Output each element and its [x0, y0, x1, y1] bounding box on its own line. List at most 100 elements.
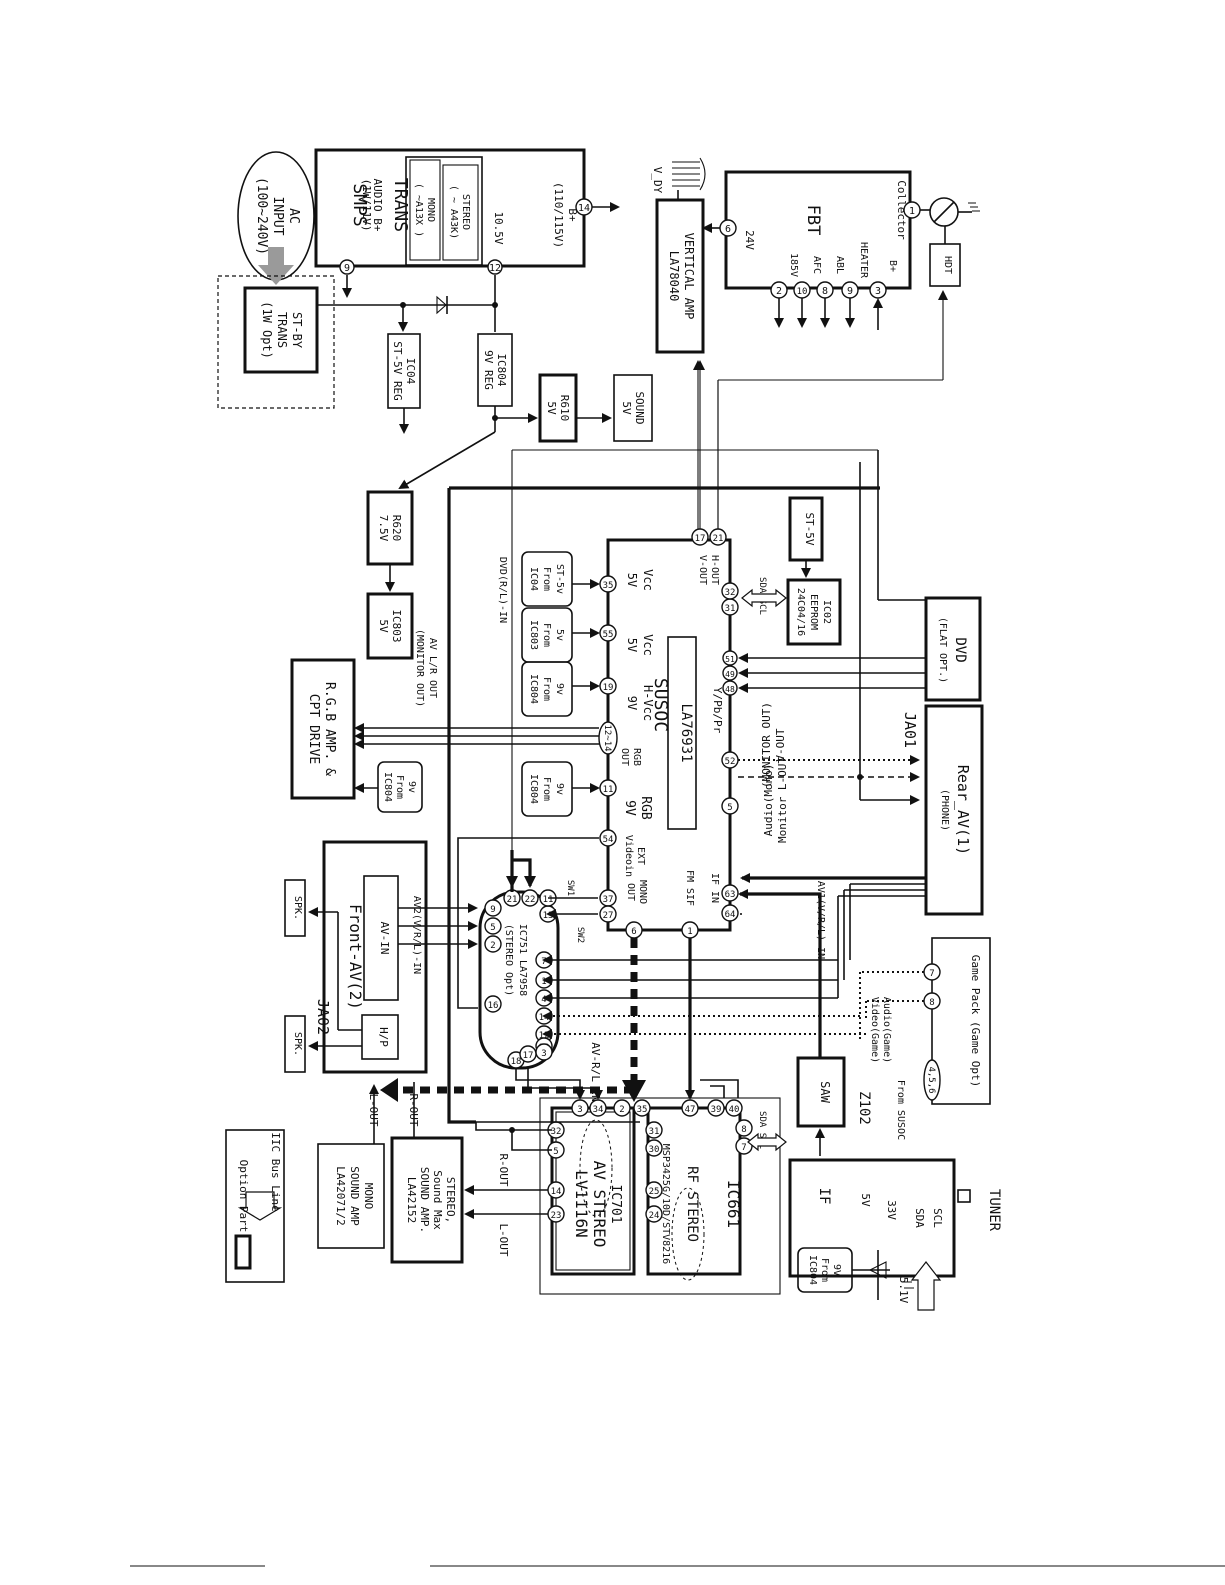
svg-text:SW1: SW1 — [565, 880, 575, 896]
svg-text:IC751 LA7958: IC751 LA7958 — [517, 924, 528, 996]
svg-text:32: 32 — [551, 1127, 562, 1137]
svg-text:10: 10 — [797, 287, 808, 297]
svg-text:AV STEREO: AV STEREO — [590, 1161, 609, 1248]
ic803-l2: 5V — [377, 619, 390, 633]
svg-text:14: 14 — [578, 203, 590, 214]
svg-text:1: 1 — [687, 927, 692, 937]
ic661-pin-47: 47 — [681, 1099, 699, 1117]
susoc-pin-54: 54 — [599, 829, 617, 847]
rear-av-jack-block: Rear_AV(1) (PHONE) — [924, 704, 984, 916]
svg-text:3: 3 — [875, 286, 881, 297]
stereo-a43k-sub: ( ~ A43K) — [448, 185, 459, 239]
susoc-pin-55: 55 — [599, 624, 617, 642]
susoc-rgb9-v: 9V — [622, 800, 637, 816]
ic04-l1: IC04 — [404, 358, 417, 385]
r610-block: R610 5V — [538, 373, 578, 443]
susoc-pin-5: 5 — [721, 797, 739, 815]
susoc-pin-11: 11 — [599, 779, 617, 797]
susoc-pin-37: 37 — [599, 889, 617, 907]
svg-text:12: 12 — [489, 263, 501, 274]
svg-text:8: 8 — [929, 998, 934, 1008]
vout-monitor-label: V-OUT — [774, 728, 787, 761]
svg-text:39: 39 — [711, 1105, 722, 1115]
susoc-pin-51: 51 — [722, 650, 738, 666]
ic804-block: IC804 9V REG — [477, 333, 513, 407]
svg-text:5v: 5v — [554, 629, 565, 641]
bplus-label: B+ — [566, 208, 579, 222]
susoc-monoout-1: MONO — [637, 880, 648, 904]
svg-text:MSP3425G/10D/STV8216: MSP3425G/10D/STV8216 — [660, 1144, 671, 1264]
smps-pin-14: 14 — [575, 198, 593, 216]
ic661-pin-25: 25 — [645, 1181, 663, 1199]
svg-text:IC04: IC04 — [528, 567, 539, 591]
fbt-pin-3: 3 — [869, 281, 887, 299]
rout-label-bottom: R-OUT — [497, 1153, 510, 1186]
svg-text:IC804: IC804 — [807, 1255, 818, 1285]
svg-text:ST-5v: ST-5v — [554, 564, 565, 594]
svg-text:13: 13 — [543, 911, 554, 921]
svg-text:11: 11 — [603, 785, 614, 795]
svg-text:21: 21 — [713, 534, 724, 544]
svg-text:H/P: H/P — [377, 1027, 390, 1047]
audio-b-sub: (1W/11V) — [360, 179, 373, 232]
svg-text:SCL: SCL — [931, 1208, 944, 1228]
stereo-a43k: STEREO — [460, 194, 471, 230]
legend-box: Option Part IIC Bus Line — [225, 1129, 285, 1283]
sound5v-l1: SOUND — [633, 391, 646, 424]
svg-text:AV-IN: AV-IN — [378, 921, 391, 954]
fbt-pin-10: 10 — [793, 281, 811, 299]
v-dy-coil-icon: V_DY — [651, 157, 706, 200]
diode-icon — [436, 295, 447, 315]
svg-text:IC661: IC661 — [724, 1180, 743, 1228]
ic661-pin-40: 40 — [725, 1099, 743, 1117]
smps-pin-12: 12 — [487, 259, 503, 275]
susoc-ext-2: Videoin — [623, 835, 634, 877]
front-av-block: Front-AV(2) AV-IN H/P AV2(V/R/L)-IN — [322, 840, 428, 1074]
susoc-ifin: IF IN — [709, 873, 720, 903]
zener-5v1-icon — [852, 1250, 914, 1300]
susoc-fmsif: FM SIF — [684, 870, 695, 906]
from-9v-box-a: 9v From IC804 — [521, 661, 573, 717]
svg-text:8: 8 — [822, 286, 828, 297]
svg-text:22: 22 — [525, 895, 536, 905]
ac-grey-arrow-icon — [258, 247, 294, 285]
susoc-pin-63: 63 — [721, 884, 739, 902]
susoc-ext-1: EXT — [635, 847, 646, 865]
eeprom-ic02: IC02 EEPROM 24C04/16 — [786, 578, 842, 646]
svg-text:33V: 33V — [885, 1200, 898, 1220]
svg-text:R.G.B AMP. &: R.G.B AMP. & — [322, 682, 337, 776]
susoc-pin-64: 64 — [721, 904, 739, 922]
svg-text:STEREO,: STEREO, — [444, 1177, 457, 1223]
svg-text:17: 17 — [695, 534, 706, 544]
svg-text:IC803: IC803 — [528, 620, 539, 650]
fbt-heater: HEATER — [858, 242, 869, 279]
svg-text:IC701: IC701 — [608, 1184, 623, 1223]
susoc-pin-48: 48 — [722, 680, 738, 696]
svg-text:9: 9 — [847, 286, 853, 297]
svg-text:IC02: IC02 — [821, 600, 832, 624]
ac-label-3: (100~240V) — [254, 177, 269, 255]
svg-text:LA42071/2: LA42071/2 — [334, 1166, 347, 1226]
game-pin-8: 8 — [923, 992, 941, 1010]
svg-text:21: 21 — [507, 895, 518, 905]
svg-text:19: 19 — [603, 683, 614, 693]
ic751-pin-22: 22 — [521, 889, 539, 907]
svg-text:5V: 5V — [859, 1193, 872, 1207]
lout-monitor-sub: Audio(Mono) — [762, 764, 775, 837]
ic661-sda-scl: SDA SCL — [757, 1111, 767, 1149]
svg-text:2: 2 — [490, 941, 495, 951]
svg-text:Game Pack (Game Opt): Game Pack (Game Opt) — [969, 955, 982, 1087]
susoc-vcc-b: Vcc — [641, 634, 655, 656]
svg-text:1: 1 — [909, 206, 915, 217]
susoc-pin-35: 35 — [599, 575, 617, 593]
fbt-pin-8: 8 — [816, 281, 834, 299]
ic661-block: IC661 RF STEREO MSP3425G/10D/STV8216 — [646, 1106, 743, 1281]
ic701-pin-35: 35 — [633, 1099, 651, 1117]
svg-text:9v: 9v — [554, 783, 565, 795]
ic803-block: IC803 5V — [366, 592, 414, 660]
svg-text:MONO: MONO — [362, 1183, 375, 1210]
r620-l2: 7.5V — [377, 515, 390, 542]
susoc-rgbout-2: OUT — [619, 748, 630, 766]
susoc-ypbpr: Y/Pb/Pr — [711, 687, 724, 734]
svg-text:2: 2 — [619, 1105, 624, 1115]
